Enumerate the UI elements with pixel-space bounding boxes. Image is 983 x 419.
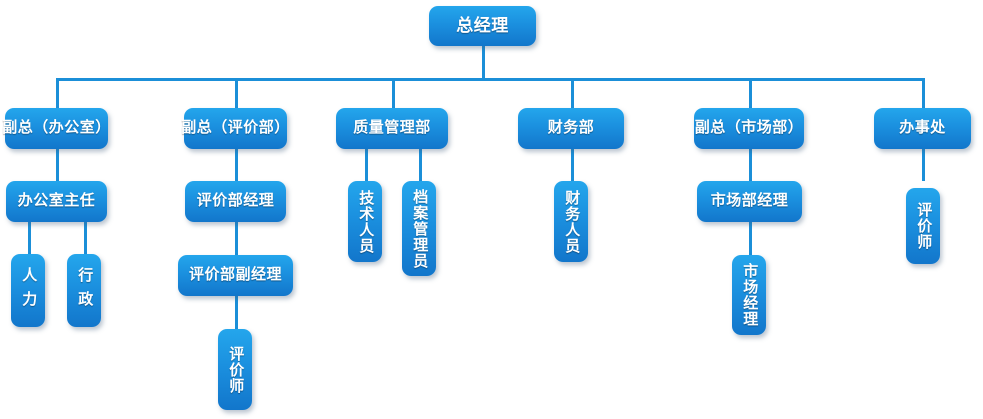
node-label: 副总（办公室） xyxy=(2,119,111,137)
connector-bus-to-vp-market xyxy=(749,78,752,110)
node-label: 办事处 xyxy=(899,119,946,137)
node-general-manager[interactable]: 总经理 xyxy=(429,6,536,46)
node-label: 质量管理部 xyxy=(353,119,431,137)
connector-vp-market-to-manager xyxy=(749,148,752,181)
node-label: 档案管理员 xyxy=(411,188,429,269)
node-label: 财务部 xyxy=(547,119,595,137)
connector-bus-to-vp-evaluation xyxy=(235,78,238,110)
node-label: 市场经理 xyxy=(741,263,759,327)
node-label: 人力 xyxy=(20,266,38,315)
node-human-resources[interactable]: 人力 xyxy=(11,254,45,327)
node-evaluation-deputy-manager[interactable]: 评价部副经理 xyxy=(178,255,293,296)
node-label: 副总（市场部） xyxy=(694,119,804,137)
node-evaluation-manager[interactable]: 评价部经理 xyxy=(185,181,286,222)
connector-evalmgr-to-deputy xyxy=(235,222,238,255)
connector-marketmgr-to-market xyxy=(749,222,752,255)
node-label: 评价部副经理 xyxy=(188,266,282,284)
node-administration[interactable]: 行政 xyxy=(67,254,101,327)
connector-bus-to-vp-office xyxy=(56,78,59,110)
connector-branch-to-appraiser xyxy=(922,148,925,181)
node-vp-evaluation[interactable]: 副总（评价部） xyxy=(181,108,290,149)
node-label: 评价师 xyxy=(227,345,245,394)
connector-director-to-hr xyxy=(28,222,31,254)
node-label: 副总（评价部） xyxy=(181,119,290,137)
connector-director-to-admin xyxy=(84,222,87,254)
node-vp-office[interactable]: 副总（办公室） xyxy=(2,108,111,149)
node-quality-department[interactable]: 质量管理部 xyxy=(336,108,448,149)
node-label: 行政 xyxy=(76,266,94,315)
node-label: 评价师 xyxy=(915,202,933,250)
connector-main-bus xyxy=(56,78,923,81)
connector-vp-evaluation-to-manager xyxy=(235,148,238,181)
node-label: 财务人员 xyxy=(563,189,581,254)
node-branch-appraiser[interactable]: 评价师 xyxy=(906,188,940,264)
connector-quality-to-technician xyxy=(365,148,368,181)
connector-root-stem xyxy=(482,45,485,80)
connector-vp-office-to-director xyxy=(56,148,59,181)
node-label: 总经理 xyxy=(456,15,509,35)
node-finance-department[interactable]: 财务部 xyxy=(518,108,624,149)
node-archive-administrator[interactable]: 档案管理员 xyxy=(402,181,436,276)
node-branch-office[interactable]: 办事处 xyxy=(874,108,971,149)
node-label: 办公室主任 xyxy=(17,192,96,210)
connector-bus-to-branch xyxy=(922,78,925,110)
connector-bus-to-finance xyxy=(571,78,574,110)
node-market-manager[interactable]: 市场经理 xyxy=(732,255,766,335)
node-label: 市场部经理 xyxy=(710,192,789,210)
node-vp-market[interactable]: 副总（市场部） xyxy=(694,108,804,149)
node-label: 评价部经理 xyxy=(196,192,275,210)
connector-bus-to-quality xyxy=(392,78,395,110)
node-office-director[interactable]: 办公室主任 xyxy=(6,181,107,222)
node-label: 技术人员 xyxy=(357,189,375,254)
connector-deputy-to-appraiser xyxy=(235,296,238,329)
node-evaluation-appraiser[interactable]: 评价师 xyxy=(218,329,252,410)
node-finance-staff[interactable]: 财务人员 xyxy=(554,181,588,262)
connector-quality-to-archivist xyxy=(419,148,422,181)
node-technician[interactable]: 技术人员 xyxy=(348,181,382,262)
connector-finance-to-staff xyxy=(571,148,574,181)
node-market-department-manager[interactable]: 市场部经理 xyxy=(697,181,802,222)
